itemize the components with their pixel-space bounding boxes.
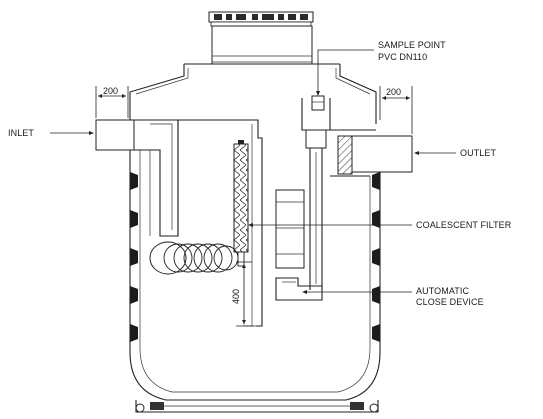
inlet-width-value: 200 — [103, 86, 118, 96]
inlet-diffuser-coil — [149, 241, 239, 275]
riser-neck — [211, 25, 313, 65]
sample-point-pipe — [301, 95, 331, 290]
outlet-width-dimension — [379, 86, 413, 134]
close-device-height-dimension — [236, 261, 254, 327]
access-cover — [208, 11, 314, 27]
inlet-leader — [50, 131, 94, 135]
close-device-height-value: 400 — [231, 289, 241, 304]
outlet-compartment — [275, 189, 305, 269]
inlet-pipe — [95, 119, 179, 237]
ghost-lines — [243, 268, 256, 327]
baffle-wall — [178, 119, 263, 327]
automatic-close-device-sublabel: CLOSE DEVICE — [416, 297, 484, 307]
outlet-width-value: 200 — [386, 87, 401, 97]
tank-wall-ribs — [130, 172, 380, 342]
sample-point-sublabel: PVC DN110 — [378, 52, 427, 62]
outlet-label: OUTLET — [460, 148, 497, 158]
sample-point-leader — [316, 49, 374, 96]
automatic-close-device-leader — [302, 290, 412, 294]
coalescent-filter-label: COALESCENT FILTER — [416, 220, 512, 230]
automatic-close-device — [275, 277, 323, 301]
sample-point-label: SAMPLE POINT — [378, 40, 446, 50]
coalescent-filter-leader — [248, 223, 412, 227]
coalescent-filter — [233, 140, 249, 267]
tank-body — [129, 63, 381, 413]
automatic-close-device-label: AUTOMATIC — [416, 286, 469, 296]
inlet-label: INLET — [8, 128, 34, 138]
inlet-width-dimension — [95, 86, 129, 118]
outlet-leader — [414, 151, 456, 155]
outlet-pipe — [330, 129, 413, 177]
